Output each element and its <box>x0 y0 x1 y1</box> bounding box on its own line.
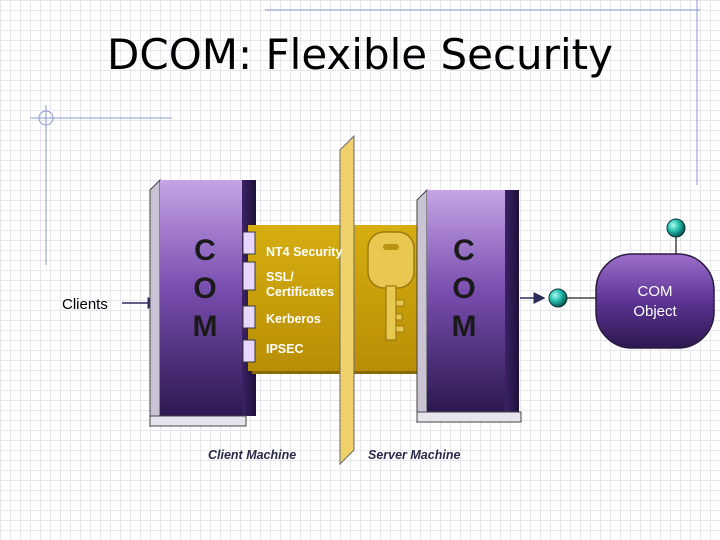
com-letter: C <box>453 234 475 267</box>
protocol-ssl-certificates: SSL/ Certificates <box>266 270 335 299</box>
object-lollipop-icon <box>666 218 686 238</box>
com-letter: O <box>193 272 217 305</box>
protocol-nt4-security: NT4 Security <box>266 245 343 259</box>
key-icon <box>367 231 415 341</box>
client-machine-label: Client Machine <box>208 448 297 462</box>
com-letter: M <box>192 310 218 343</box>
decorative-lines <box>30 0 700 265</box>
machine-boundary <box>339 134 355 466</box>
client-com-letters: C O M <box>180 232 230 346</box>
com-letter: C <box>194 234 216 267</box>
page-title: DCOM: Flexible Security <box>107 30 613 79</box>
server-com-box <box>416 188 522 424</box>
com-object-line: Object <box>633 303 677 320</box>
com-object-label: COM Object <box>615 282 695 322</box>
server-machine-label: Server Machine <box>368 448 461 462</box>
interface-lollipop-icon <box>548 288 568 308</box>
protocol-ipsec: IPSEC <box>266 342 304 356</box>
com-object-box <box>595 253 715 349</box>
com-object-line: COM <box>637 283 673 300</box>
server-com-letters: C O M <box>436 232 492 346</box>
com-letter: M <box>451 310 477 343</box>
com-letter: O <box>452 272 476 305</box>
clients-label: Clients <box>62 296 108 313</box>
protocol-kerberos: Kerberos <box>266 312 321 326</box>
